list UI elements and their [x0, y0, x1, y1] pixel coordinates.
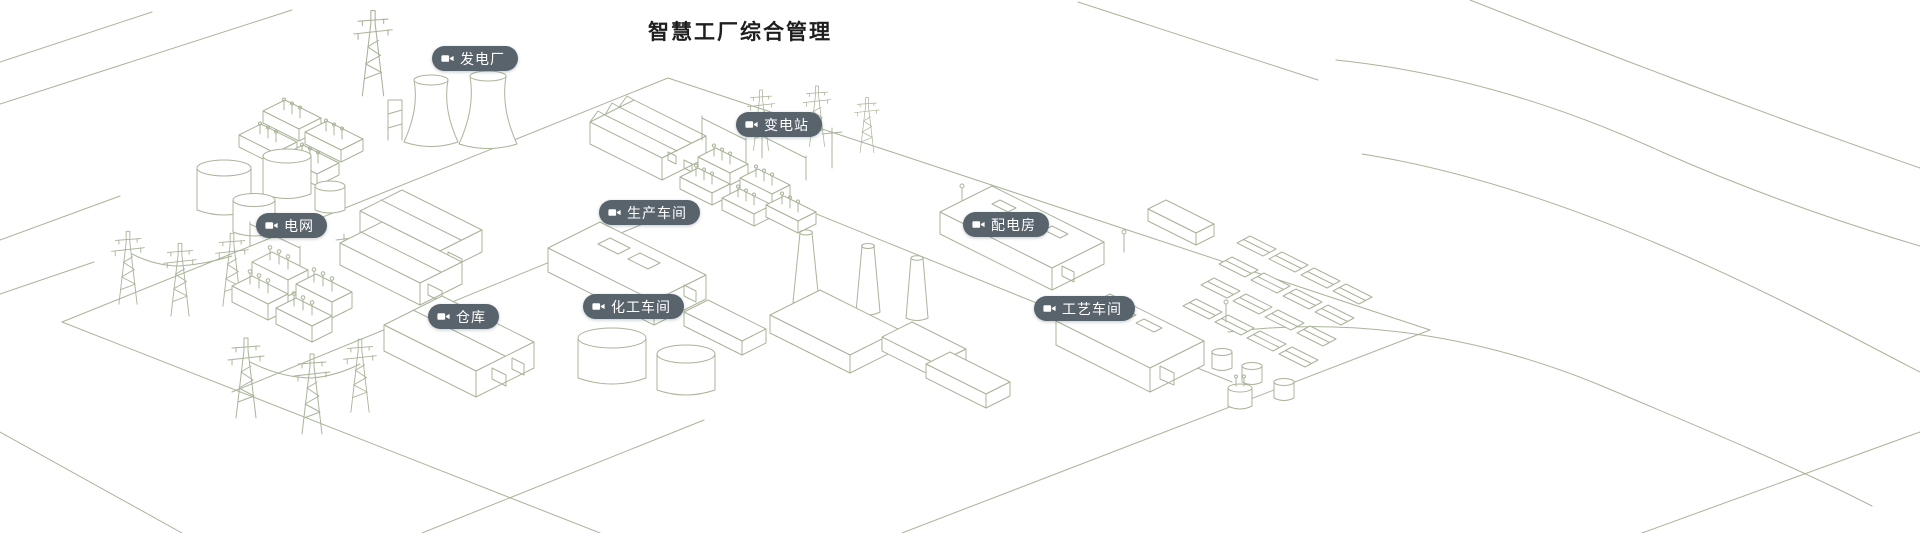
process-workshop-art — [1055, 293, 1295, 410]
marker-warehouse[interactable]: 仓库 — [428, 304, 499, 329]
marker-power-grid[interactable]: 电网 — [256, 213, 327, 238]
marker-production-workshop[interactable]: 生产车间 — [599, 200, 700, 225]
marker-label: 生产车间 — [627, 204, 687, 221]
sawtooth-factory-art — [589, 95, 707, 181]
substation-art — [679, 85, 880, 234]
camera-icon — [1043, 302, 1056, 315]
camera-icon — [972, 218, 985, 231]
marker-power-plant[interactable]: 发电厂 — [432, 46, 518, 71]
marker-label: 工艺车间 — [1062, 300, 1122, 317]
marker-label: 化工车间 — [611, 298, 671, 315]
chemical-workshop-art — [577, 299, 767, 396]
marker-substation[interactable]: 变电站 — [736, 112, 822, 137]
solar-array-art — [1182, 235, 1373, 368]
camera-icon — [592, 300, 605, 313]
marker-label: 变电站 — [764, 116, 809, 133]
marker-label: 电网 — [284, 217, 314, 234]
marker-distribution-room[interactable]: 配电房 — [963, 212, 1049, 237]
camera-icon — [437, 310, 450, 323]
page-title: 智慧工厂综合管理 — [648, 21, 832, 44]
marker-process-workshop[interactable]: 工艺车间 — [1034, 296, 1135, 321]
power-plant-art — [353, 9, 518, 149]
camera-icon — [265, 219, 278, 232]
sheds-art — [339, 189, 483, 306]
camera-icon — [441, 52, 454, 65]
marker-label: 发电厂 — [460, 50, 505, 67]
camera-icon — [608, 206, 621, 219]
left-tank-farm-art — [196, 148, 346, 237]
chimneys-art — [769, 229, 1011, 409]
marker-chemical-workshop[interactable]: 化工车间 — [583, 294, 684, 319]
pylons-mid-left — [111, 230, 249, 317]
camera-icon — [745, 118, 758, 131]
marker-label: 配电房 — [991, 216, 1036, 233]
marker-label: 仓库 — [456, 308, 486, 325]
pylons-bottom-left — [227, 337, 377, 435]
